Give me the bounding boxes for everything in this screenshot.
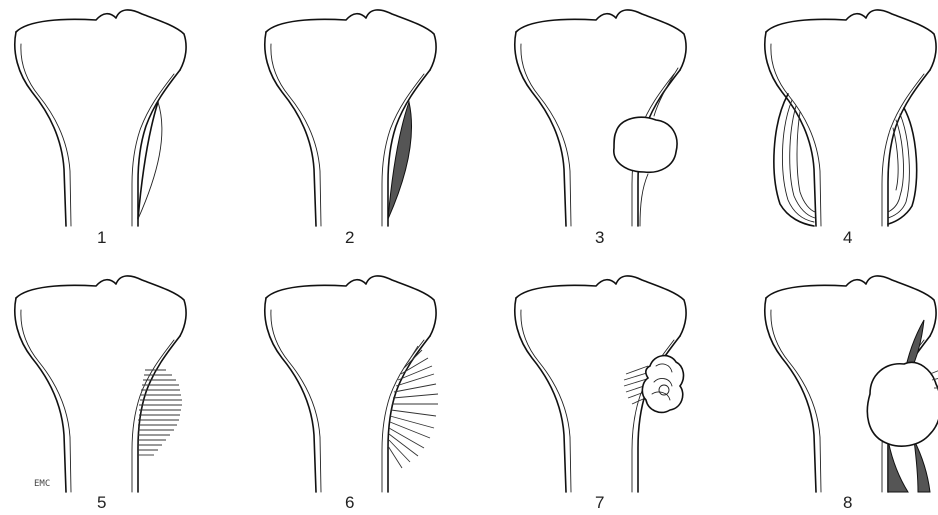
large-soft-tissue-mass bbox=[867, 362, 938, 446]
soft-tissue-mass bbox=[614, 117, 677, 172]
panel-5: EMC bbox=[15, 276, 186, 492]
panel-label-4: 4 bbox=[843, 228, 852, 247]
sunburst-spiculation bbox=[388, 346, 438, 468]
panel-7 bbox=[515, 276, 686, 492]
panel-6 bbox=[265, 276, 438, 492]
panel-3 bbox=[515, 10, 686, 226]
codman-triangle-filled bbox=[388, 102, 411, 219]
codman-triangle-lower bbox=[888, 440, 908, 492]
lobulated-mass bbox=[642, 356, 683, 413]
artist-signature: EMC bbox=[34, 479, 50, 489]
panel-1 bbox=[15, 10, 186, 226]
panel-label-3: 3 bbox=[595, 228, 604, 247]
panel-label-1: 1 bbox=[97, 228, 106, 247]
onion-skin-right bbox=[888, 108, 917, 224]
panel-2 bbox=[265, 10, 436, 226]
panel-label-2: 2 bbox=[345, 228, 354, 247]
panel-label-6: 6 bbox=[345, 493, 354, 512]
perpendicular-hair-on-end bbox=[138, 370, 182, 455]
panel-label-7: 7 bbox=[595, 493, 604, 512]
panel-4 bbox=[765, 10, 936, 226]
panel-label-5: 5 bbox=[97, 493, 106, 512]
panel-label-8: 8 bbox=[843, 493, 852, 512]
panel-8 bbox=[765, 276, 938, 492]
